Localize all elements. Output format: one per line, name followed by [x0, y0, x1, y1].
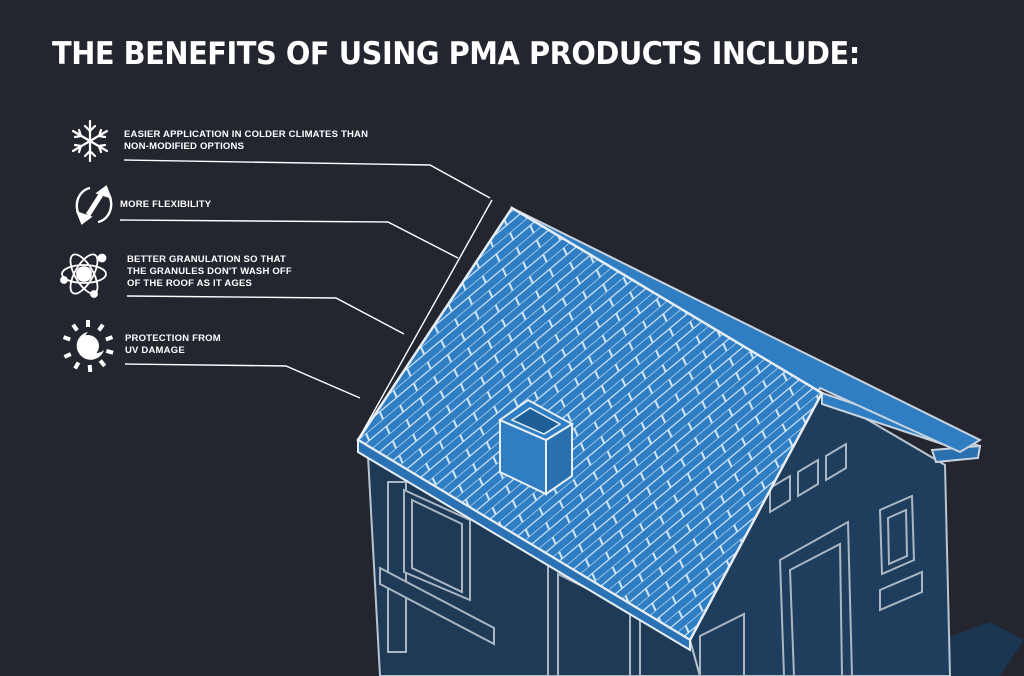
benefit-line: MORE FLEXIBILITY: [120, 199, 212, 210]
chimney: [497, 398, 574, 496]
leader-line-2: [119, 219, 459, 259]
leader-line-1: [123, 159, 491, 199]
roof-fascia: [357, 438, 691, 652]
benefit-line: EASIER APPLICATION IN COLDER CLIMATES TH…: [124, 129, 369, 140]
benefit-uv-protection-text: PROTECTION FROM UV DAMAGE: [125, 333, 221, 357]
sun-uv-icon: [62, 320, 114, 373]
benefit-granulation-text: BETTER GRANULATION SO THAT THE GRANULES …: [127, 254, 292, 290]
left-wall-details: [379, 481, 641, 676]
benefit-line: PROTECTION FROM: [125, 333, 221, 344]
snowflake-icon: [71, 119, 109, 163]
leader-line-4: [124, 363, 361, 399]
granule-atom-icon: [60, 253, 107, 298]
page-title: THE BENEFITS OF USING PMA PRODUCTS INCLU…: [52, 36, 860, 72]
benefit-flexibility-text: MORE FLEXIBILITY: [120, 199, 211, 211]
benefit-line: OF THE ROOF AS IT AGES: [127, 278, 253, 289]
leader-line-3: [126, 295, 405, 335]
gable-wall-details: [699, 442, 923, 676]
leader-lines: [119, 159, 493, 441]
benefit-cold-climate-text: EASIER APPLICATION IN COLDER CLIMATES TH…: [124, 129, 368, 153]
benefit-line: UV DAMAGE: [125, 345, 185, 356]
benefit-line: BETTER GRANULATION SO THAT: [127, 254, 286, 265]
benefit-line: THE GRANULES DON'T WASH OFF: [127, 266, 292, 277]
benefit-line: NON-MODIFIED OPTIONS: [124, 141, 245, 152]
flexibility-arrows-icon: [75, 185, 113, 225]
house-illustration: [356, 205, 1024, 676]
